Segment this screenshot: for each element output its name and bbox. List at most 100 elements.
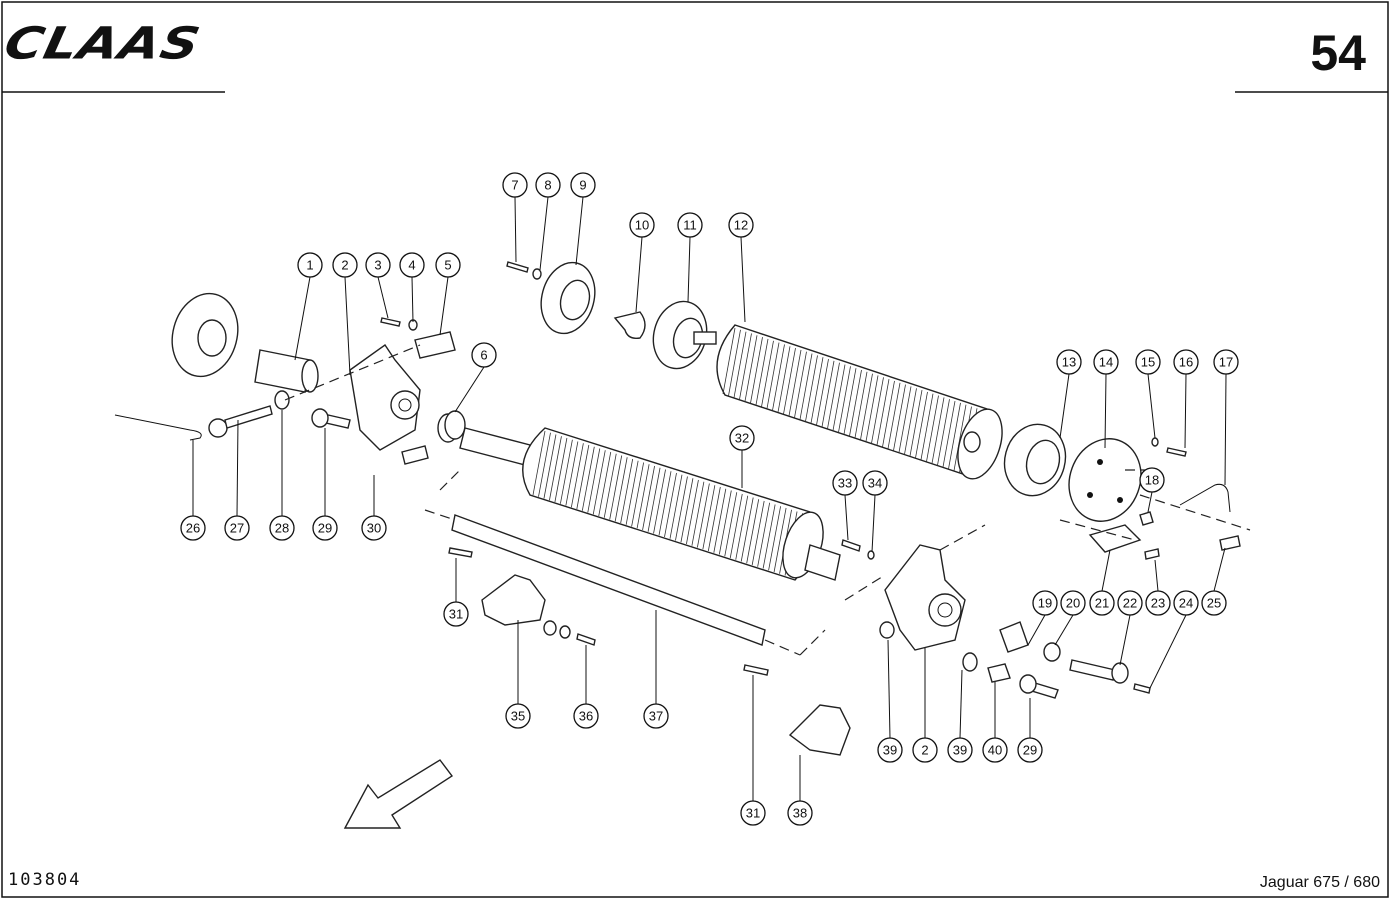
grease-nipple-18 [1139, 511, 1154, 526]
callout-number: 24 [1179, 596, 1193, 611]
part-callout-21: 21 [1089, 590, 1115, 616]
callout-number: 17 [1219, 355, 1233, 370]
circlip-10 [613, 311, 646, 340]
leader-line [1213, 547, 1226, 592]
callout-number: 10 [635, 218, 649, 233]
part-callout-14: 14 [1093, 349, 1119, 375]
callout-number: 36 [579, 709, 593, 724]
part-callout-4: 4 [399, 252, 425, 278]
leader-line [514, 196, 517, 263]
part-callout-9: 9 [570, 172, 596, 198]
part-callout-29: 29 [312, 515, 338, 541]
grease-nipple-24 [1133, 683, 1151, 694]
bushing-40 [987, 663, 1011, 683]
part-callout-6: 6 [471, 342, 497, 368]
part-callout-39: 39 [947, 737, 973, 763]
shaft-37 [451, 514, 766, 646]
leader-line [1154, 559, 1159, 592]
leader-line [411, 276, 414, 323]
part-callout-20: 20 [1060, 590, 1086, 616]
leader-line [687, 236, 691, 303]
leader-line [1149, 614, 1187, 689]
leader-line [1054, 614, 1074, 646]
part-callout-36: 36 [573, 703, 599, 729]
upper-fluted-roller [716, 324, 1003, 480]
callout-number: 7 [511, 178, 518, 193]
leader-line [1059, 373, 1070, 439]
callout-number: 30 [367, 521, 381, 536]
callout-number: 37 [649, 709, 663, 724]
part-callout-28: 28 [269, 515, 295, 541]
shaft-left-end [459, 427, 531, 466]
leader-line [959, 669, 963, 739]
model-label: Jaguar 675 / 680 [1259, 874, 1380, 891]
callout-number: 31 [449, 607, 463, 622]
callout-number: 39 [953, 743, 967, 758]
part-callout-3: 3 [365, 252, 391, 278]
callout-number: 12 [734, 218, 748, 233]
bolt-16 [1166, 447, 1187, 457]
fitting-23 [1144, 548, 1160, 560]
part-callout-23: 23 [1145, 590, 1171, 616]
callout-number: 18 [1145, 473, 1159, 488]
leader-line [1147, 373, 1156, 439]
leader-line [575, 196, 584, 266]
callout-number: 40 [988, 743, 1002, 758]
callout-number: 15 [1141, 355, 1155, 370]
washer-20 [1043, 642, 1061, 662]
leader-line [871, 494, 876, 553]
bearing-13 [1003, 423, 1067, 497]
callout-number: 22 [1123, 596, 1137, 611]
part-callout-31: 31 [740, 800, 766, 826]
block-21 [1088, 524, 1142, 553]
part-callout-24: 24 [1173, 590, 1199, 616]
callout-number: 19 [1038, 596, 1052, 611]
part-callout-30: 30 [361, 515, 387, 541]
block-5 [414, 331, 456, 359]
bolt-33 [841, 539, 861, 552]
callout-number: 33 [838, 476, 852, 491]
callout-number: 26 [186, 521, 200, 536]
flange-14 [1068, 438, 1142, 522]
pin-31-right [743, 664, 769, 676]
callout-number: 3 [374, 258, 381, 273]
part-callout-25: 25 [1201, 590, 1227, 616]
leader-line [844, 494, 849, 541]
callout-number: 9 [579, 178, 586, 193]
leader-line [439, 276, 449, 336]
grease-line-17 [1179, 483, 1231, 513]
part-callout-18: 18 [1139, 467, 1165, 493]
callout-number: 23 [1151, 596, 1165, 611]
leader-line [635, 236, 643, 313]
part-callout-27: 27 [224, 515, 250, 541]
callout-number: 31 [746, 806, 760, 821]
callout-number: 29 [318, 521, 332, 536]
part-callout-16: 16 [1173, 349, 1199, 375]
page-number: 54 [1310, 25, 1366, 81]
part-callout-8: 8 [535, 172, 561, 198]
leader-line [887, 639, 891, 739]
callout-number: 34 [868, 476, 882, 491]
callout-number: 11 [683, 218, 697, 233]
part-callout-32: 32 [729, 425, 755, 451]
callout-number: 5 [444, 258, 451, 273]
leader-line [1119, 614, 1131, 666]
callout-number: 35 [511, 709, 525, 724]
part-callout-26: 26 [180, 515, 206, 541]
leader-line [1104, 373, 1107, 449]
washer-15 [1151, 437, 1159, 447]
leader-line [454, 366, 485, 413]
part-callout-35: 35 [505, 703, 531, 729]
bolt-7 [506, 261, 529, 273]
leader-line [1147, 491, 1153, 513]
leader-line [1101, 549, 1111, 592]
callout-number: 16 [1179, 355, 1193, 370]
flange-housing-9 [540, 261, 596, 335]
drawing-number: 103804 [8, 870, 82, 890]
part-callout-13: 13 [1056, 349, 1082, 375]
roller-19 [999, 621, 1029, 653]
washer-34 [867, 550, 875, 560]
part-callout-12: 12 [728, 212, 754, 238]
